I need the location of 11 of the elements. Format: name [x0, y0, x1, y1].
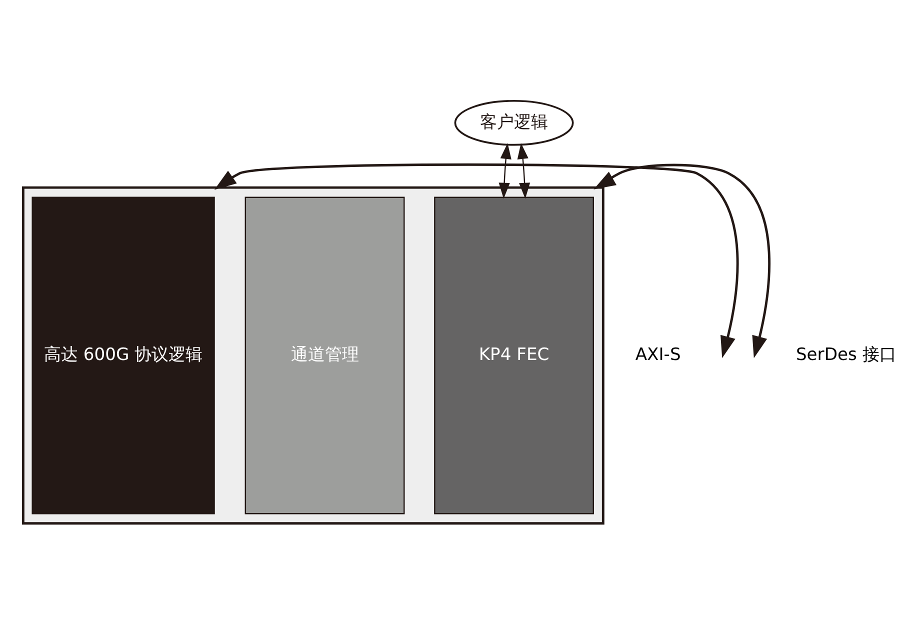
node-ellipse: 客户逻辑 — [454, 99, 574, 146]
node-box: KP4 FEC — [434, 196, 594, 514]
arrow — [214, 162, 739, 358]
node-box: 通道管理 — [244, 196, 405, 514]
arrow — [594, 163, 770, 358]
label: AXI-S — [635, 344, 681, 364]
cluster — [22, 186, 604, 524]
label: SerDes 接口 — [796, 344, 896, 364]
arrow — [517, 142, 530, 198]
arrow — [498, 142, 512, 198]
node-box: 高达 600G 协议逻辑 — [32, 196, 215, 514]
